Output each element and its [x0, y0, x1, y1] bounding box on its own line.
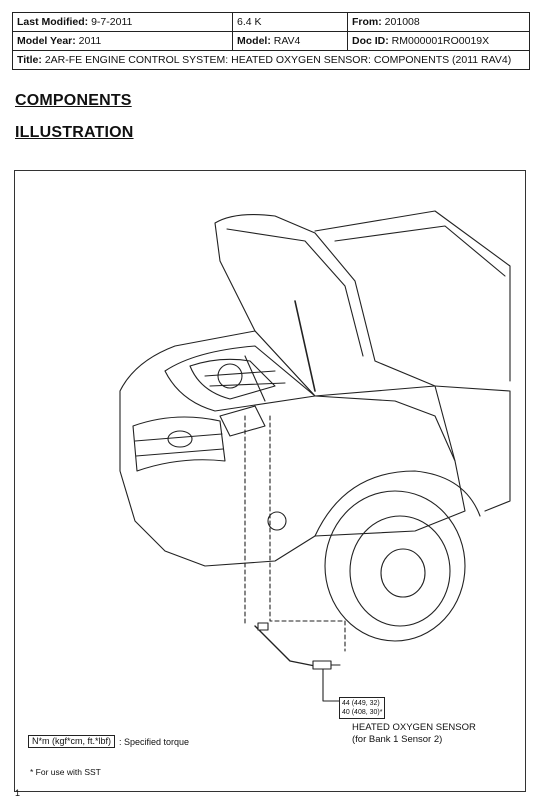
- from-value: 201008: [384, 16, 420, 28]
- title-cell: Title: 2AR-FE ENGINE CONTROL SYSTEM: HEA…: [12, 50, 530, 70]
- torque-spec-box: 44 (449, 32) 40 (408, 30)*: [339, 697, 386, 719]
- components-heading: COMPONENTS: [15, 92, 132, 109]
- grille: [132, 416, 226, 472]
- page-number: 1: [15, 788, 21, 798]
- torque-legend: N*m (kgf*cm, ft.*lbf) : Specified torque: [28, 735, 189, 748]
- document-header-table: Last Modified: 9-7-2011 6.4 K From: 2010…: [12, 12, 530, 70]
- model-value: RAV4: [273, 35, 301, 47]
- vehicle-engine-illustration: [119, 210, 511, 702]
- oxygen-sensor-part: [254, 622, 341, 670]
- illustration-frame: [14, 170, 526, 792]
- headlight: [219, 405, 266, 437]
- last-modified-value: 9-7-2011: [91, 16, 133, 28]
- sensor-position: (for Bank 1 Sensor 2): [352, 734, 443, 745]
- sst-note: * For use with SST: [30, 767, 101, 777]
- doc-id-cell: Doc ID: RM000001RO0019X: [347, 31, 530, 51]
- sensor-name: HEATED OXYGEN SENSOR: [352, 722, 476, 733]
- torque-legend-text: : Specified torque: [119, 736, 190, 747]
- model-year-value: 2011: [78, 35, 102, 47]
- model-year-cell: Model Year: 2011: [12, 31, 233, 51]
- sensor-label: HEATED OXYGEN SENSOR (for Bank 1 Sensor …: [352, 722, 476, 746]
- from-cell: From: 201008: [347, 12, 530, 32]
- front-body-outline: [119, 330, 466, 567]
- torque-value-sst: 40 (408, 30)*: [342, 709, 383, 716]
- file-size-cell: 6.4 K: [232, 12, 348, 32]
- front-wheel: [324, 490, 466, 642]
- leader-line: [244, 415, 346, 652]
- model-cell: Model: RAV4: [232, 31, 348, 51]
- illustration-heading: ILLUSTRATION: [15, 124, 134, 141]
- doc-id-value: RM000001RO0019X: [391, 35, 490, 47]
- torque-value: 44 (449, 32): [342, 700, 380, 707]
- title-value: 2AR-FE ENGINE CONTROL SYSTEM: HEATED OXY…: [44, 54, 512, 66]
- last-modified-cell: Last Modified: 9-7-2011: [12, 12, 233, 32]
- torque-unit-box: N*m (kgf*cm, ft.*lbf): [28, 735, 116, 748]
